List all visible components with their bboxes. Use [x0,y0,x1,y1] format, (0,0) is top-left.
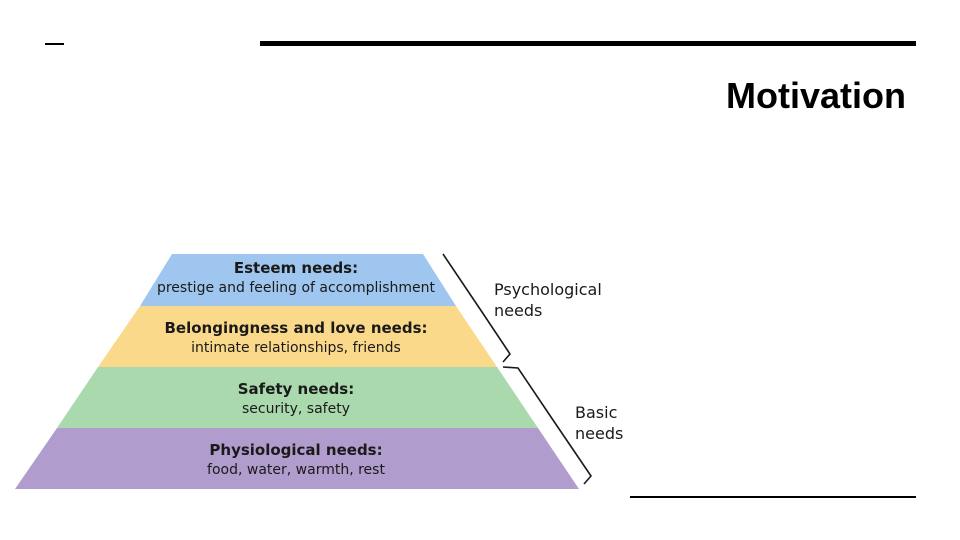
top-rule [260,41,916,46]
psychological-label-line2: needs [494,301,542,320]
tier-physiological-title: Physiological needs: [209,441,382,459]
tier-belonging-description: intimate relationships, friends [191,340,401,356]
bottom-rule [630,496,916,498]
slide-title: Motivation [726,75,906,116]
accent-dash [45,43,64,45]
psychological-label-line1: Psychological [494,280,602,299]
tier-belonging-title: Belongingness and love needs: [164,319,427,337]
tier-esteem-title: Esteem needs: [234,259,358,277]
tier-safety-band [57,367,538,428]
basic-label-line1: Basic [575,403,617,422]
tier-physiological-band [15,428,579,489]
tier-esteem-band [140,254,456,306]
basic-bracket [502,366,593,485]
tier-physiological-description: food, water, warmth, rest [207,462,385,478]
tier-safety-description: security, safety [242,401,350,417]
tier-safety-title: Safety needs: [238,380,354,398]
psychological-bracket [442,253,512,363]
tier-esteem-description: prestige and feeling of accomplishment [157,280,436,296]
basic-label-line2: needs [575,424,623,443]
tier-belonging-band [98,306,497,367]
